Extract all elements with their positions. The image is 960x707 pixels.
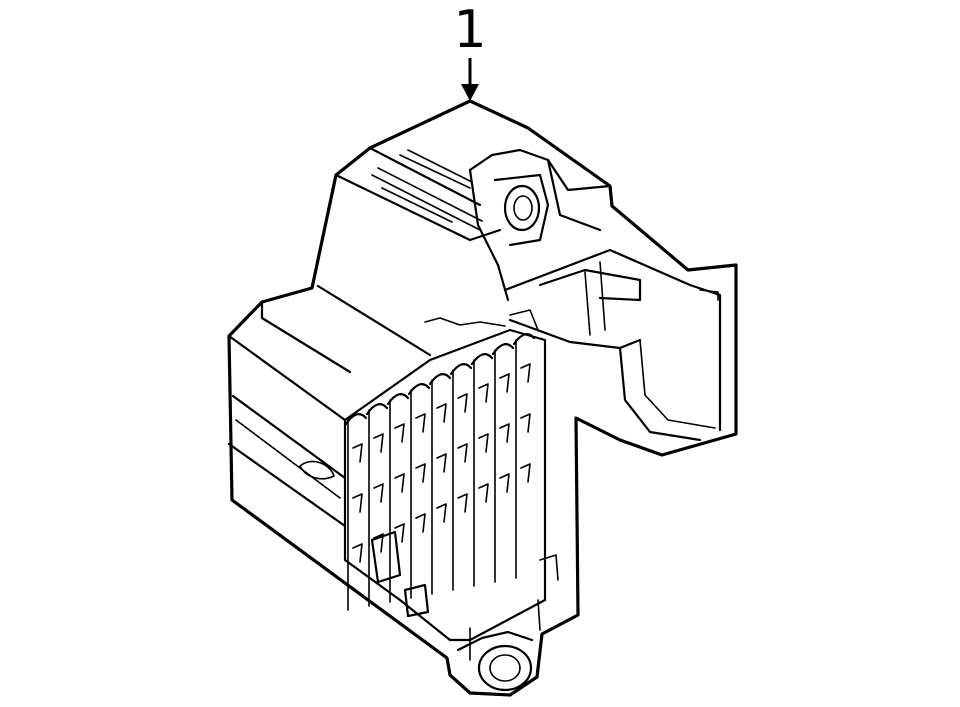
fuse-clip [373,533,384,553]
fuse-slot-cap [428,373,452,386]
fuse-clip [394,523,405,543]
fuse-clip [499,373,510,393]
fuse-clip [436,453,447,473]
fuse-clip [436,403,447,423]
fuse-clip [457,443,468,463]
fuse-slot-cap [470,353,494,366]
fuse-clip [394,473,405,493]
locking-tabs [370,530,559,618]
fuse-clip [478,433,489,453]
fuse-clip [499,423,510,443]
fuse-clip [373,433,384,453]
fuse-clip [520,413,531,433]
fuse-clip [457,493,468,513]
fuse-slot-cap [491,343,515,356]
fuse-slot-cap [386,393,410,406]
fuse-slot-cap [407,383,431,396]
fuse-clip [436,503,447,523]
fuse-slot-cap [449,363,473,376]
fuse-slot-grid [343,309,547,642]
callout-arrow [461,58,479,101]
fuse-clip [352,443,363,463]
side-duct [503,248,722,442]
fuse-slot-cap [512,333,536,346]
fuse-clip [352,543,363,563]
bottom-mount [456,599,541,692]
fuse-clip [478,383,489,403]
fuse-clip [499,473,510,493]
fuse-clip [394,423,405,443]
fuse-slot-cap [344,413,368,426]
left-panel [227,300,452,642]
fuse-clip [373,483,384,503]
fuse-clip [520,363,531,383]
housing-outline [227,99,738,697]
mounting-bracket [468,148,612,302]
fuse-clip [457,393,468,413]
top-cover [316,146,502,357]
fuse-clip [520,463,531,483]
fuse-clip [415,513,426,533]
fuse-clip [415,413,426,433]
fuse-clip [352,493,363,513]
callout-number: 1 [453,0,487,60]
fuse-clip [478,483,489,503]
fuse-slot-cap [365,403,389,416]
fuse-clip [415,463,426,483]
